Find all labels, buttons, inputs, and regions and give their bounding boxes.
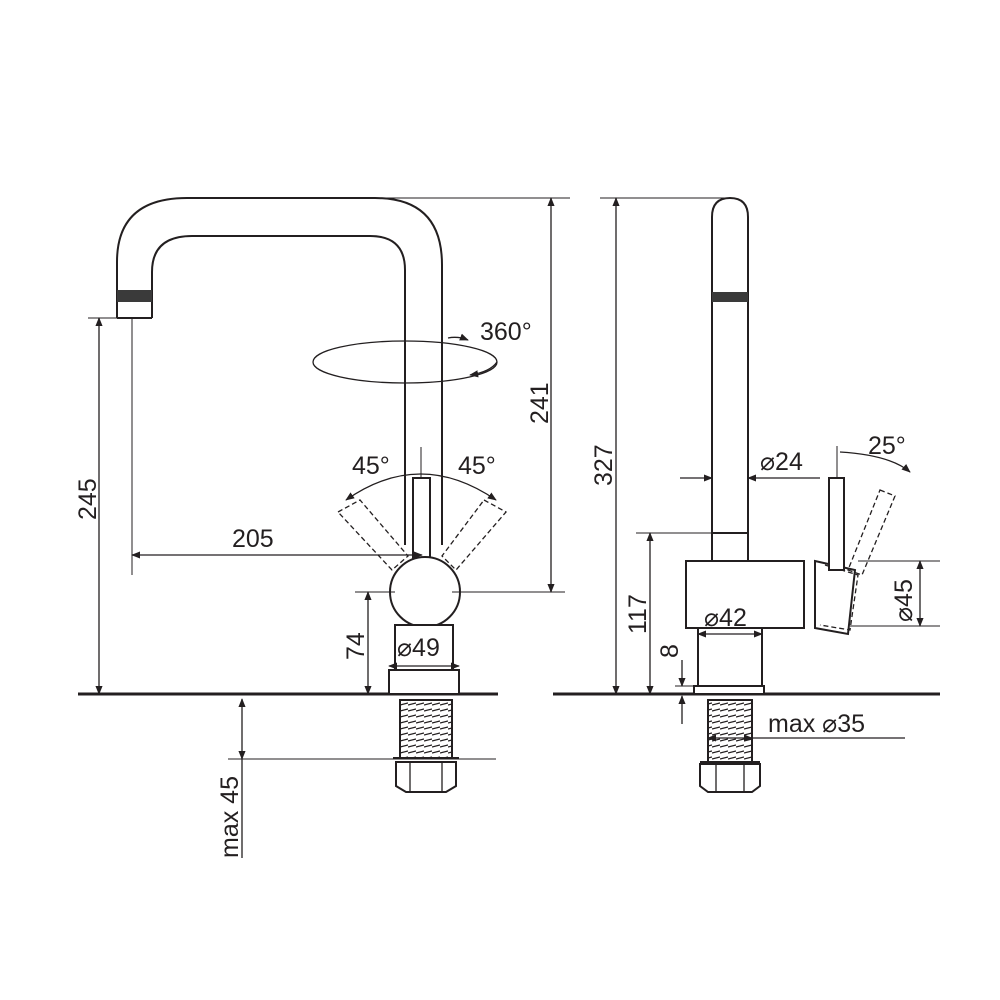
front-spout-aerator-band	[117, 290, 152, 302]
front-spout-outer	[116, 197, 443, 545]
side-spout-band	[712, 292, 748, 302]
side-lever	[828, 477, 845, 571]
body-diameter-label: ⌀49	[397, 634, 440, 662]
side-lever-angle-arc	[839, 451, 911, 473]
spout-reach-label: 205	[232, 525, 274, 553]
spout-height-label: 245	[74, 478, 102, 520]
spout-diameter-label: ⌀24	[760, 448, 803, 476]
side-base-plate	[693, 685, 765, 695]
max-hole-diameter-label: max ⌀35	[768, 710, 865, 738]
rotation-indicator: 360°	[312, 318, 532, 384]
side-lever-swing	[847, 489, 896, 576]
body-height-label: 74	[342, 632, 370, 660]
side-body	[685, 560, 805, 629]
front-nut	[395, 761, 457, 793]
lever-swing-left	[336, 499, 409, 571]
side-lever-angle-label: 25°	[868, 432, 906, 460]
side-stem	[697, 627, 763, 687]
side-body-diameter-label: ⌀42	[704, 604, 747, 632]
lever-hub-diameter-label: ⌀45	[890, 579, 918, 622]
front-base-plate	[388, 669, 460, 695]
lever-right-angle-label: 45°	[458, 452, 496, 480]
front-view: 360° 45° 45° 245	[74, 197, 570, 858]
front-thread-shank	[399, 699, 453, 759]
front-spout-inner	[151, 235, 406, 545]
front-lever	[412, 477, 431, 559]
rotation-label: 360°	[480, 318, 532, 346]
front-body	[389, 556, 461, 628]
lever-swing-right	[441, 499, 508, 571]
lever-left-angle-label: 45°	[352, 452, 390, 480]
total-height-label: 241	[526, 382, 554, 424]
side-nut	[699, 763, 761, 793]
overall-height-label: 327	[590, 444, 618, 486]
base-height-label: 8	[656, 644, 684, 658]
side-spout	[711, 196, 749, 533]
side-upper-body	[711, 532, 749, 562]
side-view: 25° 327 117 8 ⌀24 ⌀42 ⌀45	[553, 196, 940, 793]
side-thread-shank	[707, 699, 753, 763]
side-body-height-label: 117	[624, 594, 652, 634]
max-counter-thickness-label: max 45	[216, 776, 244, 858]
